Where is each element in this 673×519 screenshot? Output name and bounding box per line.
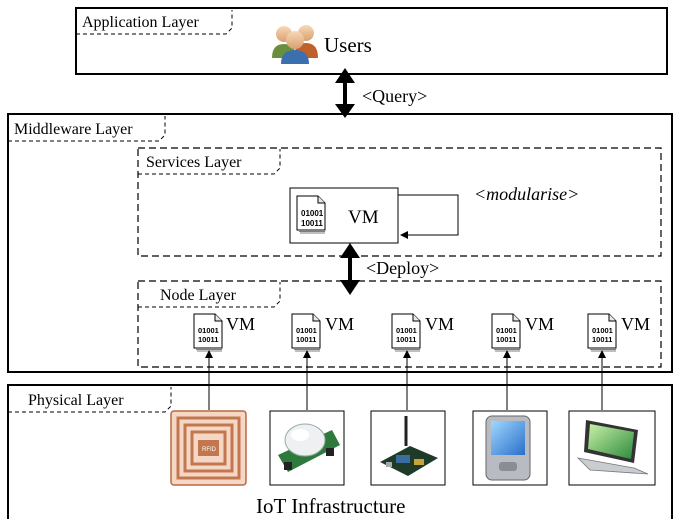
svg-text:RFID: RFID xyxy=(202,447,217,453)
svg-text:10011: 10011 xyxy=(592,335,612,344)
services-layer-label: Services Layer xyxy=(146,154,242,171)
node-vm-label: VM xyxy=(621,314,650,334)
node-layer-label: Node Layer xyxy=(160,287,237,304)
svg-text:10011: 10011 xyxy=(301,219,323,228)
node-vm-5: 01001 10011 VM xyxy=(587,313,650,352)
middleware-layer-box xyxy=(7,113,673,373)
services-layer-box xyxy=(137,147,662,257)
deploy-label: <Deploy> xyxy=(366,258,439,278)
node-vm-label: VM xyxy=(525,314,554,334)
pir-sensor-icon xyxy=(269,410,345,486)
modularise-loop-arrow xyxy=(398,194,459,236)
iot-infrastructure-label: IoT Infrastructure xyxy=(256,494,405,518)
node-layer-tab xyxy=(138,282,281,308)
svg-text:10011: 10011 xyxy=(496,335,516,344)
node-layer-box xyxy=(137,280,662,368)
services-layer-tab xyxy=(138,149,281,175)
application-layer-label: Application Layer xyxy=(82,14,200,31)
physical-layer-box xyxy=(7,384,673,519)
svg-text:01001: 01001 xyxy=(592,326,613,335)
device-arrows xyxy=(205,350,606,410)
middleware-layer-tab xyxy=(8,116,166,142)
users-icon xyxy=(272,25,318,64)
application-layer-tab xyxy=(76,10,233,35)
pda-icon xyxy=(472,410,548,486)
svg-text:01001: 01001 xyxy=(296,326,317,335)
svg-text:01001: 01001 xyxy=(496,326,517,335)
node-vm-label: VM xyxy=(325,314,354,334)
svg-text:01001: 01001 xyxy=(396,326,417,335)
laptop-icon xyxy=(568,410,656,486)
node-vm-label: VM xyxy=(226,314,255,334)
node-vm-4: 01001 10011 VM xyxy=(491,313,554,352)
wireless-board-icon xyxy=(370,410,446,486)
node-vm-file-icon: 01001 10011 xyxy=(391,313,421,352)
svg-text:10011: 10011 xyxy=(198,335,218,344)
node-vm-2: 01001 10011 VM xyxy=(291,313,354,352)
node-vm-3: 01001 10011 VM xyxy=(391,313,454,352)
node-vm-file-icon: 01001 10011 xyxy=(587,313,617,352)
svg-text:10011: 10011 xyxy=(296,335,316,344)
rfid-tag-icon: RFID xyxy=(170,410,247,486)
node-vm-1: 01001 10011 VM xyxy=(193,313,255,352)
svg-text:01001: 01001 xyxy=(301,209,324,218)
application-layer-box xyxy=(75,7,668,75)
users-label: Users xyxy=(324,33,372,57)
node-vm-file-icon: 01001 10011 xyxy=(193,313,223,352)
svg-text:01001: 01001 xyxy=(198,326,219,335)
svg-text:10011: 10011 xyxy=(396,335,416,344)
physical-layer-label: Physical Layer xyxy=(28,392,124,409)
query-label: <Query> xyxy=(362,86,427,106)
node-vm-file-icon: 01001 10011 xyxy=(491,313,521,352)
physical-layer-tab xyxy=(8,387,172,413)
services-vm-file-icon: 01001 10011 xyxy=(296,195,326,234)
middleware-layer-label: Middleware Layer xyxy=(14,121,133,138)
node-vm-label: VM xyxy=(425,314,454,334)
node-vm-file-icon: 01001 10011 xyxy=(291,313,321,352)
modularise-label: <modularise> xyxy=(474,184,579,204)
services-vm-label: VM xyxy=(348,207,379,228)
